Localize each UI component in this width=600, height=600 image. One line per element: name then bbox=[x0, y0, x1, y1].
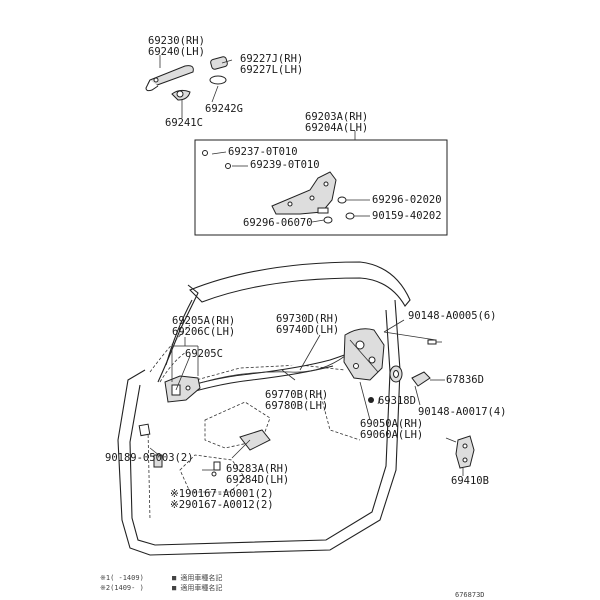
label-69730d: 69730D(RH) bbox=[276, 313, 339, 325]
label-90148-a0005: 90148-A0005(6) bbox=[408, 310, 497, 322]
handle-pad-drawing bbox=[171, 89, 191, 101]
label-69227l: 69227L(LH) bbox=[240, 64, 303, 76]
handle-frame-drawing bbox=[271, 171, 337, 215]
label-69205c: 69205C bbox=[185, 348, 223, 360]
label-69283a: 69283A(RH) bbox=[226, 463, 289, 475]
door-lock-assembly-drawing bbox=[343, 328, 385, 381]
inside-handle-drawing bbox=[164, 375, 201, 403]
striker-drawing bbox=[445, 435, 475, 469]
new-part-marker bbox=[368, 397, 374, 403]
footnote-2-desc: ■ 適用車種名記 bbox=[172, 583, 222, 592]
footnote-1-range: ※1( -1409) bbox=[100, 574, 144, 582]
label-69284d: 69284D(LH) bbox=[226, 474, 289, 486]
label-69205a: 69205A(RH) bbox=[172, 315, 235, 327]
label-90189: 90189-05003(2) bbox=[105, 452, 194, 464]
label-67836d: 67836D bbox=[446, 374, 484, 386]
label-69050a: 69050A(RH) bbox=[360, 418, 423, 430]
lock-bolts-drawing bbox=[389, 339, 442, 387]
label-69318d: 69318D bbox=[378, 395, 416, 407]
label-69230: 69230(RH) bbox=[148, 35, 205, 47]
label-90167-a0012: ※290167-A0012(2) bbox=[170, 499, 274, 511]
label-90148-a0017: 90148-A0017(4) bbox=[418, 406, 507, 418]
label-69296-02020: 69296-02020 bbox=[372, 194, 442, 206]
label-69060a: 69060A(LH) bbox=[360, 429, 423, 441]
frame-screws-drawing bbox=[202, 150, 355, 224]
label-69203a: 69203A(RH) bbox=[305, 111, 368, 123]
door-check-drawing bbox=[138, 423, 163, 468]
label-69242g: 69242G bbox=[205, 103, 243, 115]
label-69296-06070: 69296-06070 bbox=[243, 217, 313, 229]
label-69780b: 69780B(LH) bbox=[265, 400, 328, 412]
handle-cap-drawing bbox=[209, 56, 228, 85]
outside-handle-drawing bbox=[145, 65, 194, 92]
label-69239: 69239-0T010 bbox=[250, 159, 320, 171]
label-69410b: 69410B bbox=[451, 475, 489, 487]
clip-drawing bbox=[211, 429, 271, 477]
label-69204a: 69204A(LH) bbox=[305, 122, 368, 134]
label-69241c: 69241C bbox=[165, 117, 203, 129]
footnote-2-range: ※2(1409- ) bbox=[100, 584, 144, 592]
subassembly-box bbox=[194, 139, 448, 236]
label-69206c: 69206C(LH) bbox=[172, 326, 235, 338]
label-69237: 69237-0T010 bbox=[228, 146, 298, 158]
label-69770b: 69770B(RH) bbox=[265, 389, 328, 401]
label-69240: 69240(LH) bbox=[148, 46, 205, 58]
label-69740d: 69740D(LH) bbox=[276, 324, 339, 336]
door-outline bbox=[117, 261, 411, 556]
figure-id: 676873D bbox=[455, 591, 485, 599]
footnote-1-desc: ■ 適用車種名記 bbox=[172, 573, 222, 582]
label-69227j: 69227J(RH) bbox=[240, 53, 303, 65]
label-90159: 90159-40202 bbox=[372, 210, 442, 222]
label-90167-a0001: ※190167-A0001(2) bbox=[170, 488, 274, 500]
